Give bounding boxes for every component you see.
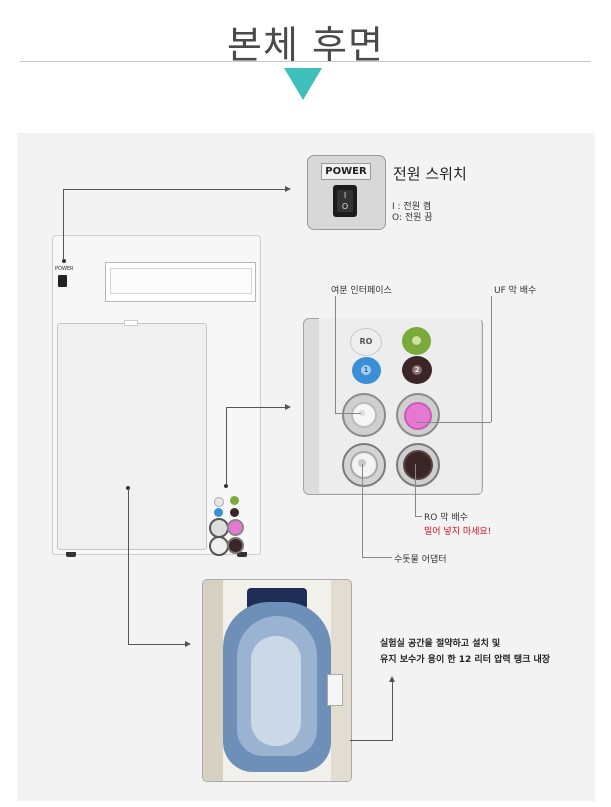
leader-line	[415, 464, 416, 516]
arrow-right-icon	[285, 186, 291, 192]
leader-line	[350, 740, 392, 741]
tank-cabinet-side	[203, 580, 223, 781]
adapter-fitting-hole	[358, 459, 366, 467]
power-on-text: I : 전원 켬	[392, 202, 432, 212]
green-badge-dot	[412, 336, 421, 345]
leader-line	[362, 557, 392, 558]
ro-drain-label: RO 막 배수	[424, 513, 468, 523]
interface-label: 여분 인터페이스	[331, 286, 392, 296]
tank-bracket	[327, 674, 343, 706]
mini-fitting-icon	[209, 536, 229, 556]
down-arrow-icon	[284, 68, 322, 100]
mini-blue-port-icon	[214, 508, 223, 517]
leader-line	[63, 189, 64, 260]
mini-dark-fitting-icon	[227, 537, 244, 554]
uf-fitting-collet	[404, 402, 432, 430]
mini-dark-port-icon	[230, 508, 239, 517]
warning-text: 밀어 넣지 마세요!	[424, 527, 492, 537]
tank-photo	[202, 579, 352, 782]
arrow-up-icon	[389, 676, 395, 682]
tank-bladder	[251, 636, 301, 746]
device-door-notch	[124, 320, 138, 326]
leader-line	[335, 413, 361, 414]
leader-dot	[62, 259, 66, 263]
leader-line	[63, 189, 285, 190]
title-divider	[20, 61, 591, 62]
leader-dot	[224, 484, 228, 488]
leader-line	[128, 644, 185, 645]
mini-ro-port-icon	[214, 497, 224, 507]
device-vent-inner	[110, 268, 252, 294]
ro-drain-fitting-collet	[403, 450, 433, 480]
tank-description-line2: 유지 보수가 용이 한 12 리터 압력 탱크 내장	[380, 655, 551, 665]
blue-port-badge: 1	[352, 357, 381, 384]
uf-drain-label: UF 막 배수	[494, 286, 537, 296]
ro-badge: RO	[350, 328, 382, 356]
power-off-text: O: 전원 끔	[392, 213, 433, 223]
page-title: 본체 후면	[227, 23, 384, 67]
leader-line	[226, 407, 227, 485]
mini-pink-fitting-icon	[227, 519, 244, 536]
power-heading: 전원 스위치	[393, 165, 467, 183]
tank-description-line1: 실험실 공간을 절약하고 설치 및	[380, 639, 501, 649]
leader-line	[362, 464, 363, 557]
device-power-switch	[58, 275, 67, 287]
mini-fitting-icon	[209, 518, 229, 538]
green-port-badge	[402, 327, 431, 355]
leader-line	[415, 516, 422, 517]
badge-1-label: 1	[361, 365, 371, 375]
device-foot	[237, 552, 247, 557]
dark-port-badge: 2	[402, 356, 432, 384]
leader-line	[128, 488, 129, 645]
leader-line	[335, 296, 336, 413]
arrow-right-icon	[185, 641, 191, 647]
device-rear-door	[57, 323, 207, 550]
switch-off-mark: O	[341, 202, 349, 211]
power-rocker-face: I O	[337, 190, 353, 212]
leader-line	[392, 682, 393, 741]
device-foot	[66, 552, 76, 557]
adapter-fitting-collet	[350, 451, 378, 479]
mini-green-port-icon	[230, 496, 239, 505]
power-badge: POWER	[321, 163, 371, 180]
switch-on-mark: I	[343, 191, 347, 200]
device-power-label: POWER	[55, 266, 74, 272]
leader-line	[491, 296, 492, 422]
interface-fitting-hole	[359, 410, 365, 416]
adapter-label: 수돗물 어댑터	[394, 555, 447, 565]
badge-2-label: 2	[412, 365, 422, 375]
leader-line	[416, 422, 491, 423]
arrow-right-icon	[285, 404, 291, 410]
leader-line	[226, 407, 285, 408]
